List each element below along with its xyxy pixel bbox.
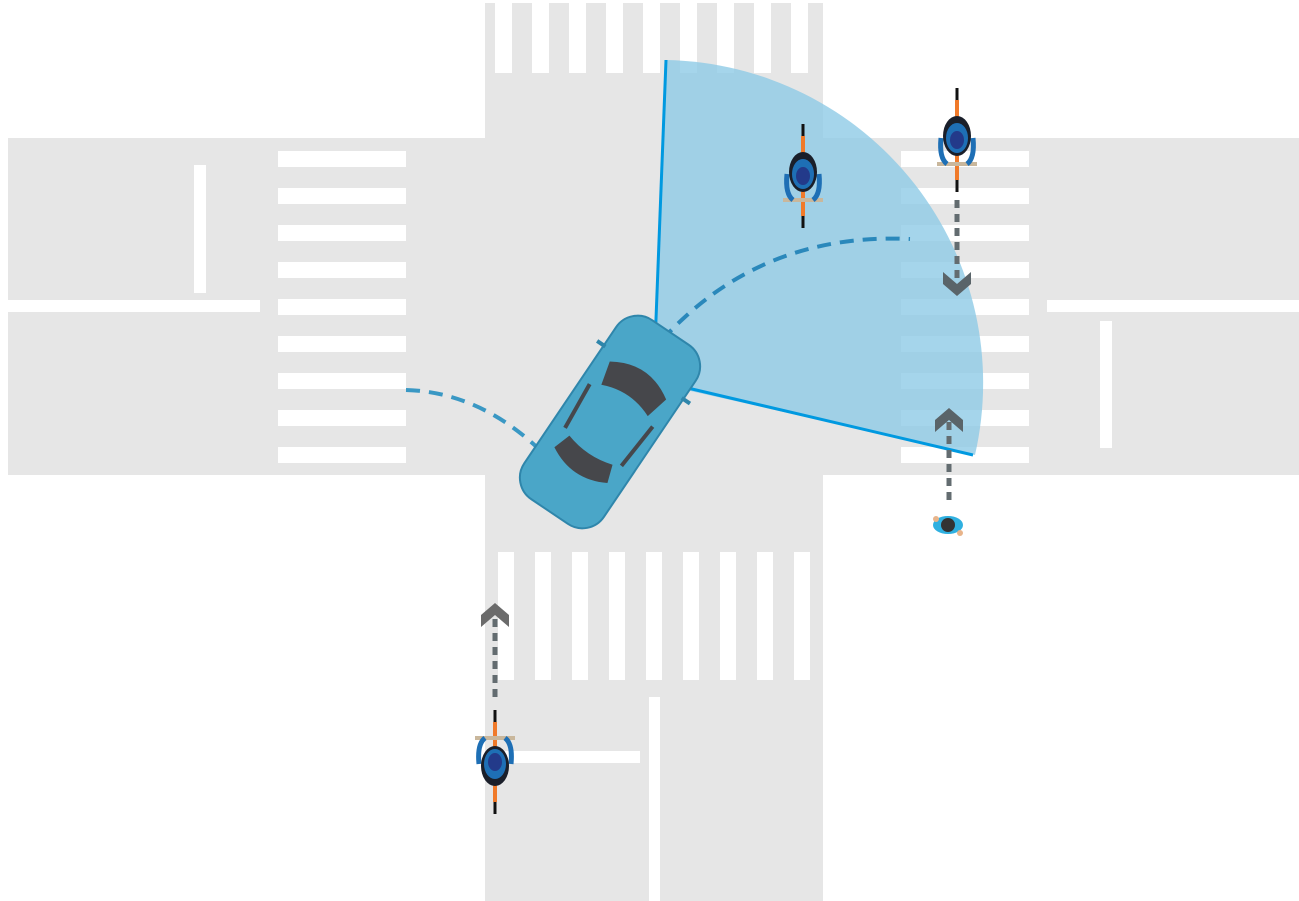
crosswalk-stripe-right xyxy=(901,151,1029,167)
crosswalk-stripe-left xyxy=(278,336,406,352)
crosswalk-stripe-top xyxy=(680,3,697,73)
lane-divider-left xyxy=(8,300,260,312)
arrow-up-icon xyxy=(935,408,963,432)
arrow-up-icon xyxy=(481,603,509,627)
crosswalk-stripe-bottom xyxy=(683,552,699,680)
stop-line-bottom xyxy=(505,751,640,763)
crosswalk-stripe-bottom xyxy=(646,552,662,680)
crosswalk-stripe-left xyxy=(278,373,406,389)
crosswalk-stripe-top xyxy=(643,3,660,73)
crosswalk-stripe-left xyxy=(278,151,406,167)
sensor-edge-right xyxy=(674,383,974,457)
crosswalk-stripe-right xyxy=(901,188,1029,204)
crosswalk-stripe-top xyxy=(606,3,623,73)
sensor-edge-left xyxy=(653,59,668,346)
car-path-ahead xyxy=(660,236,911,342)
crosswalk-stripe-bottom xyxy=(720,552,736,680)
crosswalk-stripe-top xyxy=(717,3,734,73)
sensor-field xyxy=(653,59,984,457)
crosswalk-stripe-bottom xyxy=(609,552,625,680)
crosswalk-stripe-top xyxy=(791,3,808,73)
crosswalk-stripe-top xyxy=(754,3,771,73)
crosswalk-stripe-top xyxy=(532,3,549,73)
car-path-behind xyxy=(405,388,544,454)
sensor-wedge xyxy=(655,60,984,455)
crosswalk-stripe-right xyxy=(901,447,1029,463)
crosswalk-stripe-left xyxy=(278,299,406,315)
stop-line-right xyxy=(1100,321,1112,448)
arrow-down-icon xyxy=(943,272,971,296)
lane-markings xyxy=(8,165,1299,901)
crosswalk-stripe-left xyxy=(278,225,406,241)
crosswalk-stripe-left xyxy=(278,447,406,463)
crosswalk-stripe-top xyxy=(569,3,586,73)
car-icon xyxy=(518,314,702,530)
crosswalk-stripe-bottom xyxy=(794,552,810,680)
crosswalk-stripe-top xyxy=(495,3,512,73)
crosswalk-stripe-left xyxy=(278,262,406,278)
crosswalk-stripe-left xyxy=(278,410,406,426)
pedestrian-icon xyxy=(933,516,963,536)
stop-line-left xyxy=(194,165,206,293)
lane-divider-bottom xyxy=(649,697,660,901)
crosswalk-stripe-bottom xyxy=(535,552,551,680)
crosswalk-stripe-bottom xyxy=(757,552,773,680)
crosswalk-stripe-bottom xyxy=(572,552,588,680)
lane-divider-right xyxy=(1047,300,1299,312)
crosswalk-stripe-left xyxy=(278,188,406,204)
